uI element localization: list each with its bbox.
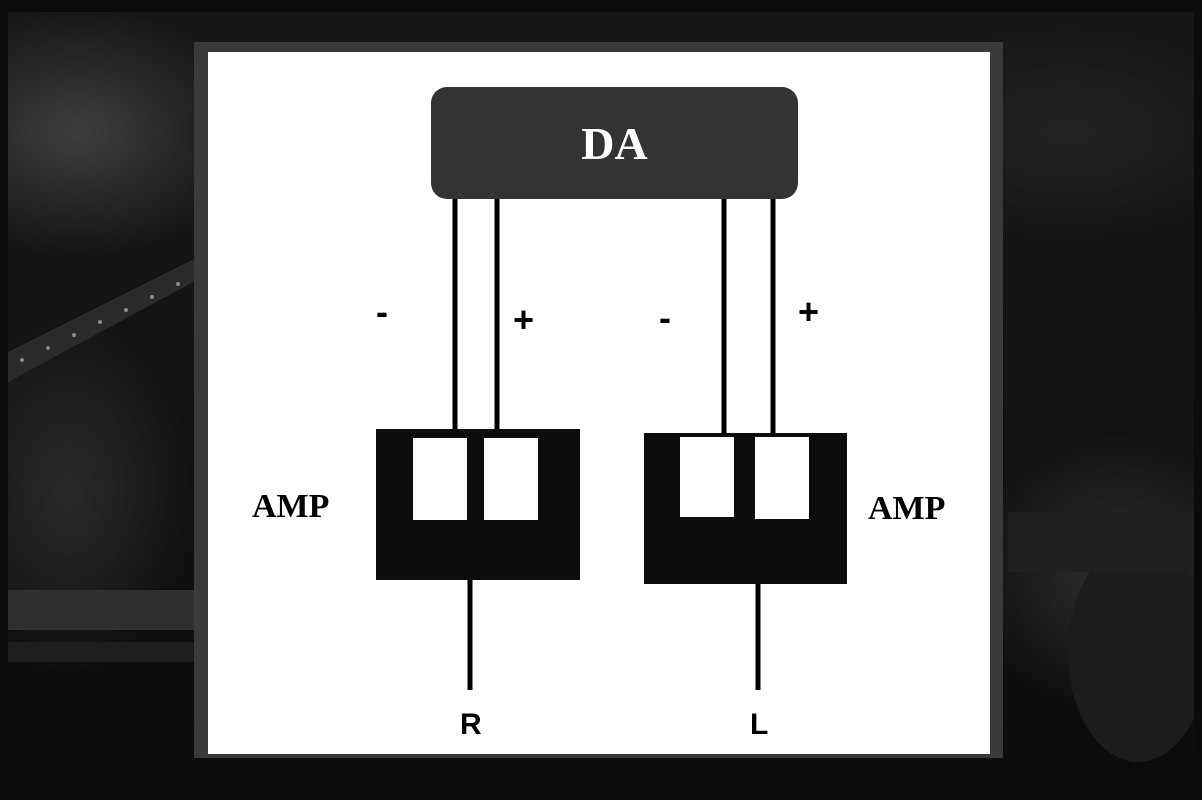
amp-right-terminal-plus bbox=[484, 438, 538, 520]
amp-label-right-channel: AMP bbox=[252, 488, 330, 525]
sign-left-minus: - bbox=[659, 297, 671, 338]
sign-left-plus: + bbox=[798, 291, 820, 332]
background-decor bbox=[8, 252, 1194, 762]
amp-box-left-channel bbox=[644, 433, 847, 584]
da-box bbox=[431, 87, 798, 199]
bg-equipment bbox=[1008, 512, 1194, 572]
bg-rail bbox=[8, 252, 208, 382]
bg-drum bbox=[1068, 542, 1194, 762]
amp-left-terminal-minus bbox=[680, 437, 734, 517]
bg-shelf bbox=[8, 590, 198, 630]
amp-left-terminal-plus bbox=[755, 437, 809, 519]
bg-rail-dots bbox=[20, 282, 180, 362]
sign-right-minus: - bbox=[376, 291, 388, 332]
amp-label-left-channel: AMP bbox=[868, 490, 946, 527]
sign-right-plus: + bbox=[513, 299, 535, 340]
channel-label-left: L bbox=[750, 708, 769, 741]
amp-right-terminal-minus bbox=[413, 438, 467, 520]
bg-shelf-edge bbox=[8, 642, 198, 662]
channel-label-right: R bbox=[460, 708, 482, 741]
da-label: DA bbox=[581, 117, 648, 169]
amp-box-right-channel bbox=[376, 429, 580, 580]
